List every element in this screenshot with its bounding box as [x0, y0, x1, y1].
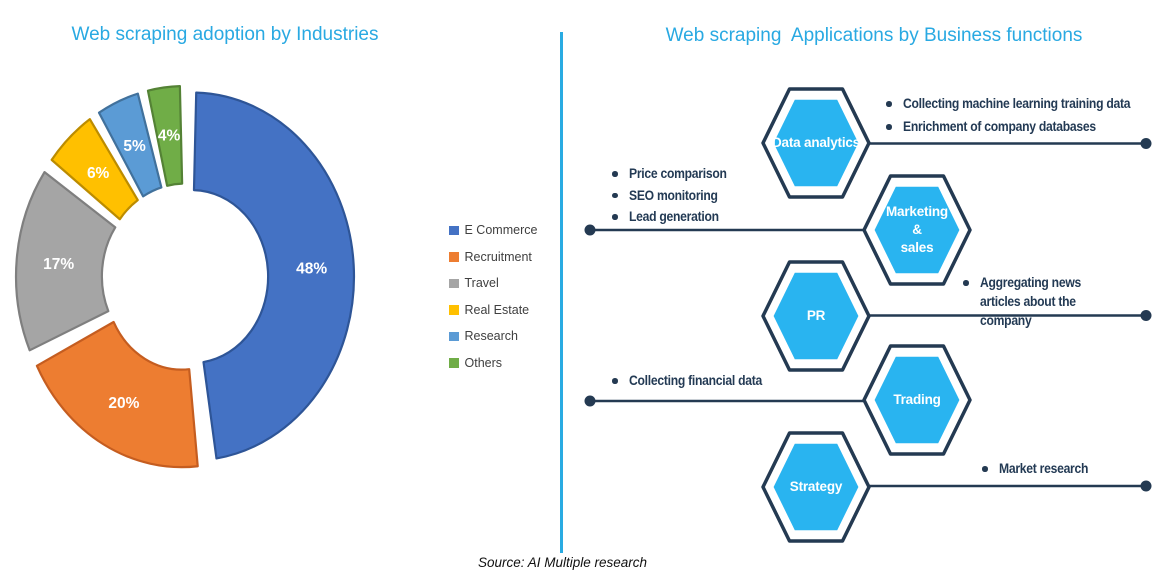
bullet-item: Market research: [982, 459, 1175, 481]
hexagon-label-strategy: Strategy: [789, 479, 843, 495]
hexagon-label-marketing-sales: Marketing & sales: [886, 204, 948, 255]
bullet-list-pr: Aggregating news articles about the comp…: [963, 273, 1125, 330]
donut-slice-label: 4%: [158, 127, 181, 144]
legend-label: E Commerce: [464, 223, 538, 238]
left-chart-title: Web scraping adoption by Industries: [71, 24, 379, 45]
legend-swatch: [449, 305, 459, 315]
connector-dot-marketing-sales: [584, 224, 596, 236]
bullet-item: Lead generation: [612, 207, 832, 229]
legend-swatch: [449, 225, 459, 235]
legend-item-travel: Travel: [449, 270, 537, 297]
connector-dot-data-analytics: [1140, 138, 1152, 149]
connector-dot-strategy: [1140, 480, 1152, 492]
connector-dot-pr: [1140, 310, 1152, 321]
donut-slice-real-estate: [50, 118, 139, 221]
legend-label: Recruitment: [464, 249, 532, 264]
bullet-dot-icon: [886, 124, 892, 130]
legend-label: Others: [464, 355, 503, 370]
bullet-text: Market research: [998, 461, 1088, 476]
legend-label: Real Estate: [464, 302, 530, 317]
legend-item-recruitment: Recruitment: [449, 244, 537, 271]
bullet-text: Price comparison: [628, 166, 727, 181]
bullet-list-strategy: Market research: [982, 459, 1175, 481]
bullet-dot-icon: [982, 466, 988, 472]
legend-item-real-estate: Real Estate: [449, 297, 537, 324]
divider-line: [560, 32, 563, 553]
hexagon-strategy: [773, 443, 859, 531]
bullet-item: Collecting financial data: [612, 371, 852, 393]
right-diagram-title: Web scraping Applications by Business fu…: [665, 25, 1083, 46]
donut-slice-label: 6%: [87, 165, 110, 182]
bullet-text: SEO monitoring: [628, 187, 718, 203]
bullet-dot-icon: [612, 192, 618, 198]
legend-item-research: Research: [449, 323, 537, 350]
bullet-text: Collecting financial data: [628, 373, 762, 388]
connector-dot-trading: [584, 395, 596, 407]
bullet-item: Aggregating news articles about the comp…: [963, 273, 1125, 330]
bullet-dot-icon: [612, 378, 618, 384]
donut-slice-research: [97, 92, 163, 198]
legend-swatch: [449, 331, 459, 341]
bullet-item: Price comparison: [612, 164, 832, 186]
legend-item-others: Others: [449, 350, 537, 377]
hexagon-data-analytics: [773, 99, 859, 187]
bullet-dot-icon: [612, 171, 618, 177]
donut-slice-others: [146, 85, 184, 187]
source-note: Source: AI Multiple research: [477, 555, 648, 570]
donut-slice-travel: [14, 171, 117, 352]
legend-item-e-commerce: E Commerce: [449, 217, 537, 244]
donut-slice-label: 17%: [43, 256, 74, 273]
bullet-item: Enrichment of company databases: [886, 117, 1175, 140]
legend-swatch: [449, 278, 459, 288]
donut-slice-e-commerce: [192, 91, 356, 460]
bullet-list-data-analytics: Collecting machine learning training dat…: [886, 94, 1175, 140]
bullet-list-trading: Collecting financial data: [612, 371, 852, 393]
bullet-item: SEO monitoring: [612, 186, 832, 208]
bullet-dot-icon: [963, 280, 969, 286]
bullet-text: Collecting machine learning training dat…: [902, 96, 1131, 111]
bullet-dot-icon: [612, 214, 618, 220]
legend-swatch: [449, 252, 459, 262]
hexagon-trading: [874, 356, 960, 444]
hexagon-label-pr: PR: [806, 308, 826, 324]
bullet-text: Enrichment of company databases: [902, 119, 1096, 134]
bullet-text: Lead generation: [628, 209, 719, 224]
legend-label: Research: [464, 329, 519, 344]
legend-label: Travel: [464, 276, 499, 291]
bullet-text: Aggregating news articles about the comp…: [979, 275, 1081, 328]
donut-slice-recruitment: [35, 320, 199, 469]
donut-slice-label: 5%: [123, 138, 146, 155]
bullet-item: Collecting machine learning training dat…: [886, 94, 1175, 117]
legend-swatch: [449, 358, 459, 368]
bullet-dot-icon: [886, 101, 892, 107]
donut-slice-label: 48%: [296, 261, 327, 278]
hexagon-label-data-analytics: Data analytics: [772, 135, 860, 151]
donut-slice-label: 20%: [108, 395, 139, 412]
hexagon-pr: [773, 272, 859, 360]
hexagon-label-trading: Trading: [893, 392, 941, 408]
hexagon-marketing-sales: [874, 186, 960, 274]
